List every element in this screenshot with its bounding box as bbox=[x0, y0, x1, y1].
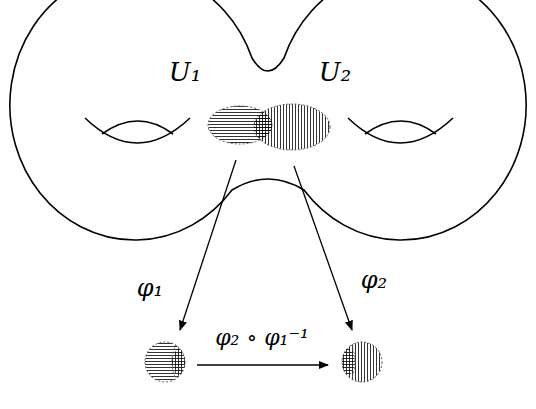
transition-arrow bbox=[197, 364, 328, 365]
map-label: φ₁ bbox=[137, 276, 163, 300]
map-label: φ₂ ∘ φ₁⁻¹ bbox=[215, 327, 309, 349]
map-arrow bbox=[294, 166, 352, 330]
hole bbox=[102, 121, 173, 134]
set-label: U₂ bbox=[319, 59, 351, 85]
patch-u2 bbox=[254, 104, 330, 150]
set-label: U₁ bbox=[169, 59, 201, 85]
surface-outline bbox=[10, 0, 526, 240]
hole bbox=[365, 121, 436, 134]
hole bbox=[348, 118, 453, 143]
map-label: φ₂ bbox=[361, 268, 387, 292]
hole bbox=[85, 118, 190, 143]
map-arrow bbox=[180, 160, 236, 330]
